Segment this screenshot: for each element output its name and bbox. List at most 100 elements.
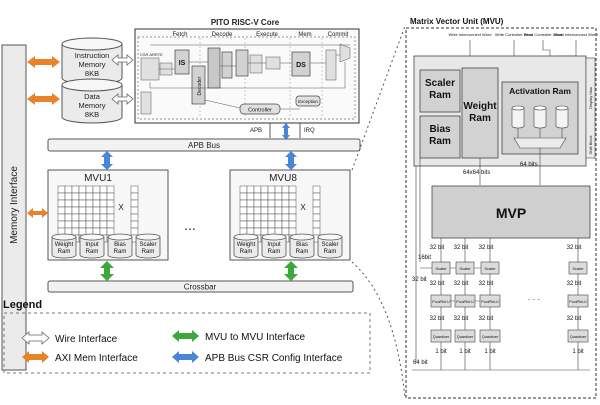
pito-commit-block	[325, 49, 337, 81]
matrix-cell	[267, 199, 276, 208]
pipeline-links	[420, 267, 481, 302]
matrix-cell	[274, 192, 283, 201]
pito-hartsel-block	[140, 91, 152, 115]
ram-label-line2: Ram	[240, 249, 253, 255]
matrix-cell	[281, 220, 290, 229]
matrix-cell	[99, 227, 108, 236]
legend-wire-arrow	[21, 331, 50, 345]
matrix-cell	[92, 192, 101, 201]
mvp-box	[431, 185, 591, 239]
matrix-cell	[253, 206, 262, 215]
pito-stage-fetch: Fetch	[172, 32, 187, 38]
vector-cell	[312, 199, 321, 208]
side-bar-label-top: Display Mux	[588, 87, 593, 109]
ram-cylinder-top	[289, 233, 315, 241]
ram-label-line2: Ram	[86, 249, 99, 255]
pito-ds-block	[291, 51, 311, 77]
vector-cell	[312, 213, 321, 222]
matrix-cell	[106, 199, 115, 208]
legend-apb-arrow	[172, 351, 199, 363]
matrix-cell	[92, 213, 101, 222]
matrix-cell	[239, 213, 248, 222]
mvu1-x: X	[118, 203, 124, 212]
matrix-cell	[267, 213, 276, 222]
pool-stage-label: Pool/ReLU	[569, 300, 587, 304]
ram-label-line1: Weight	[237, 242, 256, 248]
vector-cell	[130, 227, 139, 236]
matrix-cell	[106, 213, 115, 222]
scaler-ram-line2: Ram	[429, 90, 451, 101]
vector-cell	[312, 185, 321, 194]
matrix-cell	[78, 206, 87, 215]
crossbar: Crossbar	[47, 280, 354, 293]
matrix-cell	[246, 213, 255, 222]
matrix-cell	[281, 199, 290, 208]
ram-cylinder-top	[317, 233, 343, 241]
matrix-cell	[106, 220, 115, 229]
scaler-stage-label: Scaler	[572, 266, 584, 271]
matrix-cell	[288, 192, 297, 201]
pipeline-bits-32-low: 32 bit	[454, 316, 469, 322]
matrix-cell	[281, 192, 290, 201]
matrix-cell	[267, 220, 276, 229]
pool-stage-label: Pool/ReLU	[432, 300, 450, 304]
matrix-cell	[71, 213, 80, 222]
zoom-line-bottom	[351, 261, 406, 399]
pito-exception-block	[295, 95, 321, 107]
pito-core: PITO RISC-V Core Fetch Decode Execute Me…	[134, 18, 360, 124]
pipeline-bits-32-mid: 32 bit	[430, 281, 445, 287]
pipeline-bits-1: 1 bit	[572, 349, 584, 355]
activation-bank-top	[555, 105, 569, 111]
axi-arrow-data	[27, 93, 60, 105]
matrix-cell	[267, 185, 276, 194]
matrix-cell	[92, 185, 101, 194]
ram-label-line1: Input	[267, 242, 281, 248]
matrix-cell	[85, 213, 94, 222]
activation-bank-body	[511, 108, 525, 129]
matrix-cell	[85, 220, 94, 229]
side-bar	[585, 57, 596, 159]
pito-alu-block	[235, 49, 249, 77]
vector-cell	[130, 213, 139, 222]
ram-label-line1: Input	[85, 242, 99, 248]
mvu8-vector	[312, 185, 321, 243]
data-memory-size: 8KB	[85, 110, 99, 119]
instruction-memory-size: 8KB	[85, 69, 99, 78]
pipeline-bits-32-top: 32 bit	[479, 245, 494, 251]
ram-cylinder-body	[261, 237, 287, 259]
matrix-cell	[71, 185, 80, 194]
side-bar-label-bottom: Shift Block	[588, 136, 593, 155]
matrix-cell	[267, 206, 276, 215]
crossbar-arrow-mvu8	[284, 261, 298, 281]
matrix-cell	[71, 220, 80, 229]
legend-mvu-label: MVU to MVU Interface	[205, 332, 305, 343]
legend: Legend Wire Interface MVU to MVU Interfa…	[3, 299, 371, 374]
pito-exception-label: Exception	[298, 99, 318, 104]
pito-decoder-block	[191, 65, 206, 105]
ram-label-line2: Ram	[142, 249, 155, 255]
vector-cell	[130, 206, 139, 215]
matrix-cell	[106, 192, 115, 201]
ram-label-line2: Ram	[296, 249, 309, 255]
matrix-cell	[78, 185, 87, 194]
pito-stage-execute: Execute	[256, 32, 278, 38]
ram-cylinder-top	[261, 233, 287, 241]
mvu8-matrix	[239, 185, 297, 243]
matrix-cell	[260, 206, 269, 215]
vector-cell	[130, 220, 139, 229]
pipeline-bits-32-low: 32 bit	[430, 316, 445, 322]
ram-label-line1: Bias	[296, 242, 308, 248]
legend-mvu-arrow	[172, 330, 199, 342]
ram-label-line2: Ram	[58, 249, 71, 255]
pito-ds-label: DS	[296, 62, 306, 69]
legend-wire-label: Wire Interface	[55, 334, 118, 345]
matrix-cell	[78, 220, 87, 229]
matrix-cell	[99, 185, 108, 194]
matrix-cell	[99, 199, 108, 208]
matrix-cell	[64, 220, 73, 229]
